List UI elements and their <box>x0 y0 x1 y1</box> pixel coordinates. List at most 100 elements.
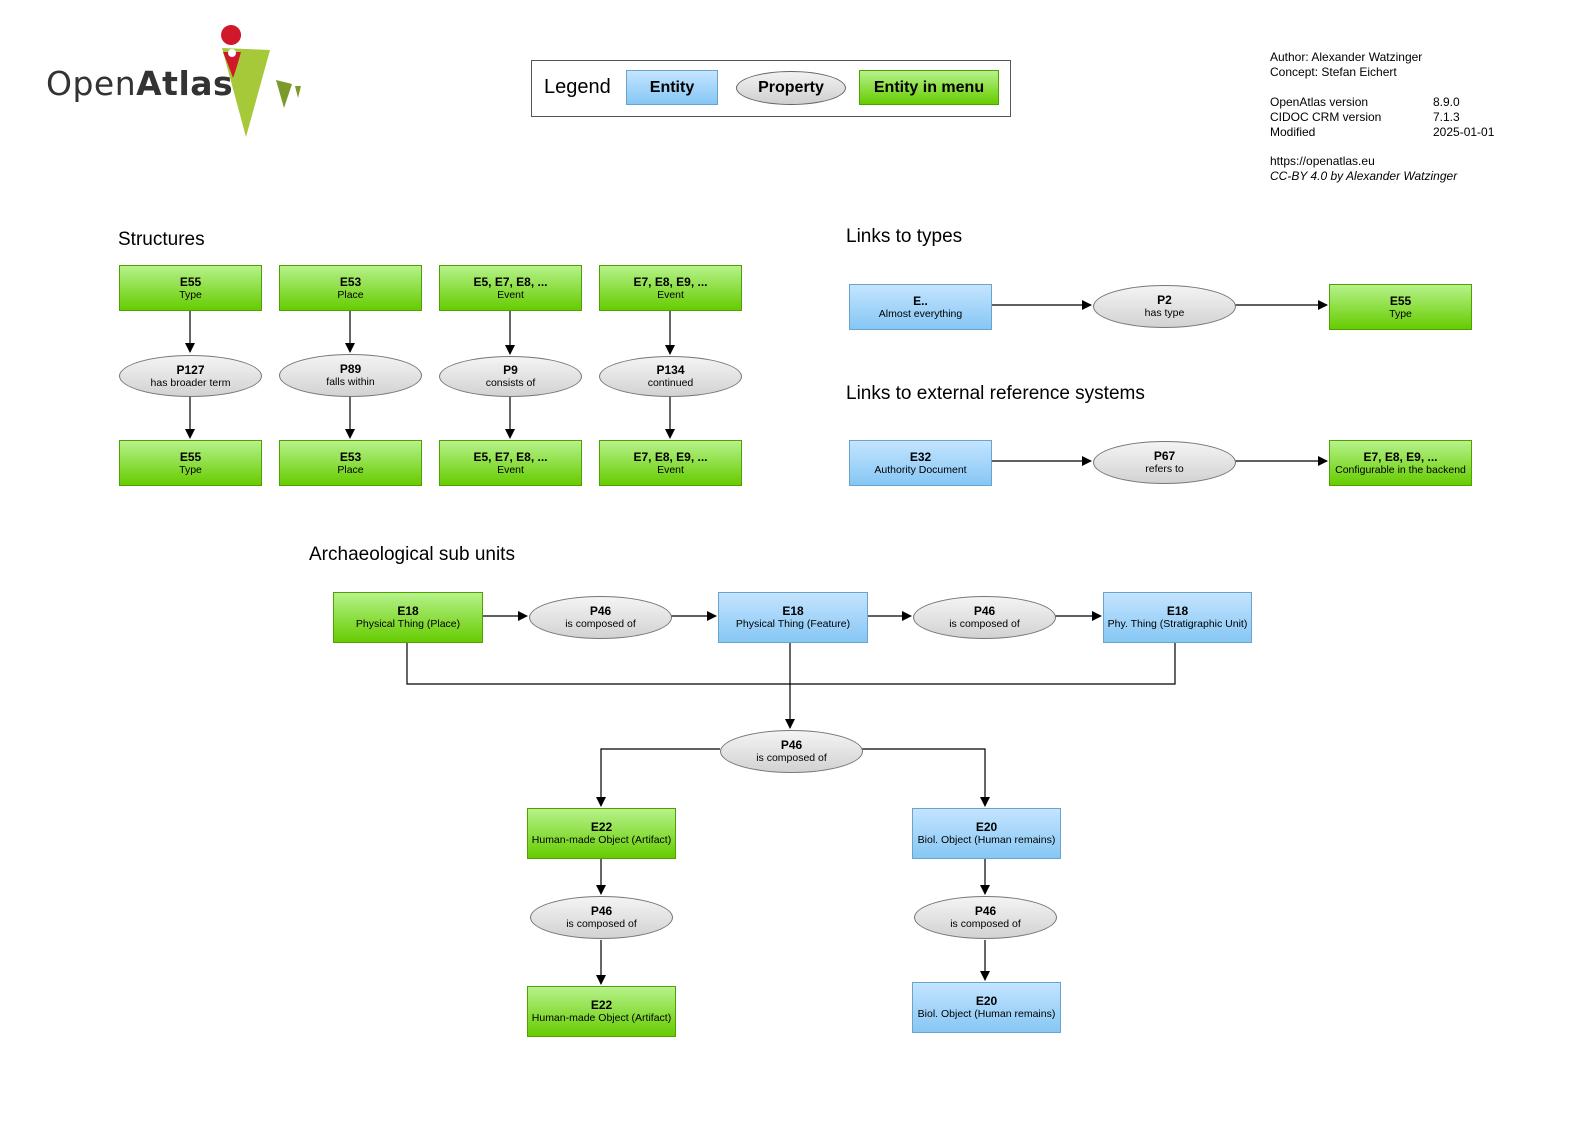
logo-prefix: Open <box>46 64 137 103</box>
section-title-archaeo: Archaeological sub units <box>309 544 515 565</box>
prop-code: P46 <box>974 904 997 918</box>
node-code: E18 <box>1166 604 1189 618</box>
prop-code: P134 <box>656 363 685 377</box>
node-label: Almost everything <box>878 307 963 320</box>
node-label: Type <box>179 463 202 476</box>
prop-code: P46 <box>589 604 612 618</box>
prop-code: P46 <box>590 904 613 918</box>
prop-label: consists of <box>485 377 536 389</box>
connector <box>596 748 720 807</box>
node-label: Event <box>497 288 524 301</box>
node-code: E7, E8, E9, ... <box>633 274 708 289</box>
node-code: E18 <box>397 604 419 618</box>
legend-property: Property <box>736 71 846 105</box>
prop-code: P46 <box>780 738 803 752</box>
meta-modified-value: 2025-01-01 <box>1433 125 1495 139</box>
connector <box>406 642 1176 685</box>
node-label: Authority Document <box>874 463 967 476</box>
legend-entity-in-menu: Entity in menu <box>859 70 999 105</box>
meta-modified-label: Modified <box>1270 125 1316 139</box>
node-code: E32 <box>909 449 932 464</box>
node-code: E7, E8, E9, ... <box>633 449 708 464</box>
prop-code: P67 <box>1153 449 1176 463</box>
meta-author: Author: Alexander Watzinger <box>1270 50 1423 64</box>
node-label: Phy. Thing (Stratigraphic Unit) <box>1107 618 1248 630</box>
node-event-e5-2: E5, E7, E8, ...Event <box>439 440 582 486</box>
legend-title: Legend <box>544 76 611 98</box>
prop-code: P2 <box>1157 293 1172 307</box>
prop-label: falls within <box>326 376 375 388</box>
node-code: E55 <box>1389 293 1412 308</box>
node-code: E20 <box>975 820 998 834</box>
prop-code: P46 <box>973 604 996 618</box>
meta-cidoc-value: 7.1.3 <box>1433 110 1460 124</box>
meta-concept: Concept: Stefan Eichert <box>1270 65 1397 79</box>
logo-wordmark: OpenAtlas <box>46 64 233 103</box>
node-label: Configurable in the backend <box>1335 463 1466 476</box>
node-label: Biol. Object (Human remains) <box>917 1008 1056 1020</box>
prop-label: is composed of <box>566 918 637 930</box>
node-code: E55 <box>179 449 202 464</box>
node-label: Biol. Object (Human remains) <box>917 834 1056 846</box>
meta-license: CC-BY 4.0 by Alexander Watzinger <box>1270 169 1458 183</box>
node-code: E5, E7, E8, ... <box>473 274 548 289</box>
prop-code: P9 <box>503 363 518 377</box>
connector <box>860 748 990 807</box>
section-title-external: Links to external reference systems <box>846 383 1145 404</box>
prop-label: is composed of <box>949 618 1020 630</box>
node-label: Human-made Object (Artifact) <box>531 834 672 846</box>
node-code: E5, E7, E8, ... <box>473 449 548 464</box>
node-code: E22 <box>590 998 613 1012</box>
prop-label: is composed of <box>950 918 1021 930</box>
meta-url[interactable]: https://openatlas.eu <box>1270 154 1375 168</box>
node-label: Human-made Object (Artifact) <box>531 1012 672 1024</box>
prop-code: P89 <box>339 362 362 376</box>
node-code: E18 <box>782 604 804 618</box>
node-code: E53 <box>339 449 362 464</box>
node-configurable-target: E7, E8, E9, ...Configurable in the backe… <box>1329 440 1472 486</box>
prop-code: P127 <box>176 362 205 377</box>
node-label: Event <box>497 463 524 476</box>
prop-label: has type <box>1144 307 1185 319</box>
node-label: Physical Thing (Place) <box>355 618 461 630</box>
node-almost-everything: E..Almost everything <box>849 284 992 330</box>
section-title-types: Links to types <box>846 226 963 247</box>
prop-label: is composed of <box>756 752 827 764</box>
node-event-e7-2: E7, E8, E9, ...Event <box>599 440 742 486</box>
prop-label: has broader term <box>150 376 231 389</box>
node-label: Type <box>1389 307 1412 320</box>
node-label: Place <box>337 288 364 301</box>
node-code: E22 <box>590 820 613 834</box>
prop-label: refers to <box>1145 463 1184 475</box>
node-code: E20 <box>975 994 998 1008</box>
node-code: E7, E8, E9, ... <box>1363 449 1438 464</box>
node-code: E.. <box>913 293 928 308</box>
meta-openatlas-label: OpenAtlas version <box>1270 95 1369 109</box>
node-label: Physical Thing (Feature) <box>735 618 851 630</box>
logo-mark <box>221 25 301 137</box>
node-event-e5: E5, E7, E8, ...Event <box>439 265 582 311</box>
